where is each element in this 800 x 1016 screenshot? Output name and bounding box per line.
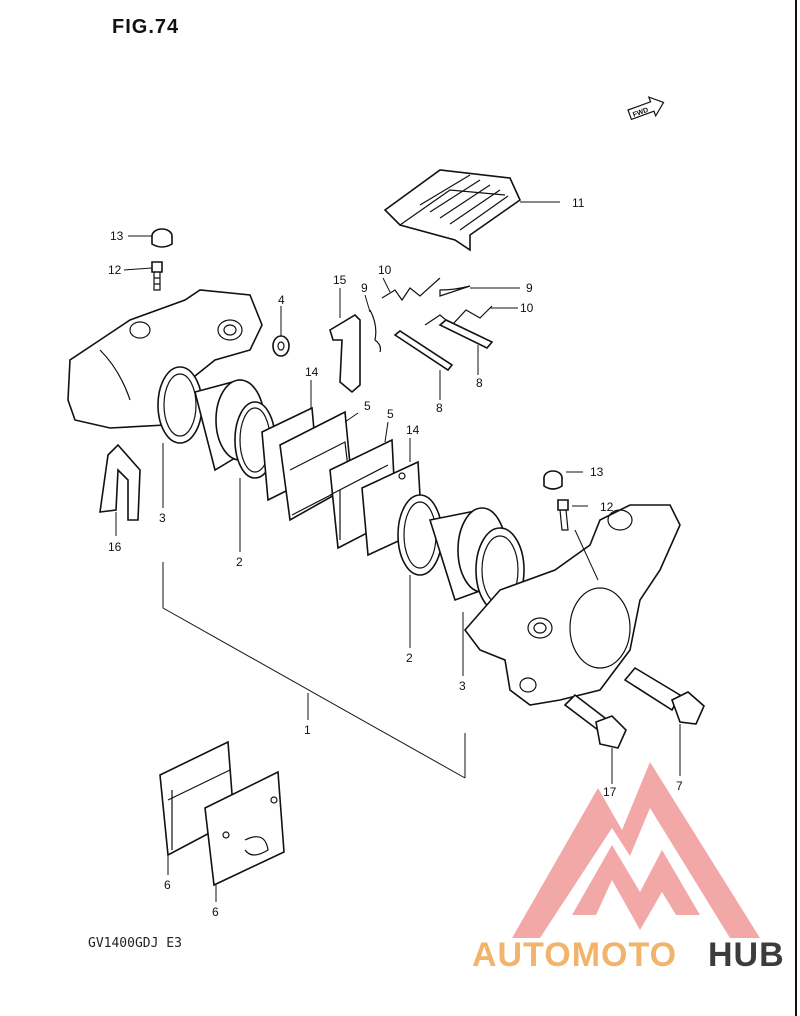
callout-12: 12: [108, 263, 122, 277]
part-4-washer: [272, 335, 290, 357]
callout-10-upper: 10: [378, 263, 392, 277]
callout-13: 13: [110, 229, 124, 243]
part-8-pin-right: [438, 319, 494, 349]
part-13-bleeder-cap-right: [543, 470, 563, 490]
part-9-clip-left: [369, 309, 382, 353]
callout-11: 11: [572, 196, 585, 210]
part-9-clip-right: [439, 285, 471, 297]
callout-14-left: 14: [305, 365, 319, 379]
callout-3-right: 3: [459, 679, 466, 693]
watermark-text-b: HUB: [708, 936, 785, 974]
callout-6-front: 6: [164, 878, 171, 892]
part-6-pad-rear: [204, 770, 285, 887]
part-16-retainer: [99, 443, 141, 521]
watermark-text-a: AUTOMOTO: [472, 936, 677, 974]
part-7-bolt: [623, 666, 705, 725]
part-13-bleeder-cap-left: [151, 228, 173, 248]
callout-5-left: 5: [364, 399, 371, 413]
callout-14-right: 14: [406, 423, 420, 437]
callout-13-right: 13: [590, 465, 604, 479]
callout-9-left: 9: [361, 281, 368, 295]
figure-title: FIG.74: [112, 16, 180, 38]
part-10-spring-lower: [424, 305, 493, 326]
part-8-pin-left: [393, 330, 454, 372]
callout-8-left: 8: [436, 401, 443, 415]
assembly-1-bracket: [162, 562, 466, 779]
part-3-seal-left: [157, 366, 203, 444]
callout-16: 16: [108, 540, 122, 554]
callout-10-lower: 10: [520, 301, 534, 315]
part-12-bleeder-valve-left: [151, 261, 163, 291]
callout-3-left: 3: [159, 511, 166, 525]
part-11-pad-spring: [383, 169, 522, 252]
callout-15: 15: [333, 273, 347, 287]
callout-6-rear: 6: [212, 905, 219, 919]
callout-8-right: 8: [476, 376, 483, 390]
callout-1: 1: [304, 723, 311, 737]
part-10-spring-upper: [381, 277, 441, 302]
callout-7: 7: [676, 779, 683, 793]
fwd-arrow-icon: FWD: [627, 96, 665, 121]
model-code: GV1400GDJ E3: [88, 936, 182, 951]
part-12-bleeder-valve-right: [557, 499, 569, 531]
callout-5-right: 5: [387, 407, 394, 421]
watermark-logo: [512, 762, 760, 938]
callout-12-right: 12: [600, 500, 614, 514]
leader-lines: [115, 201, 681, 902]
part-2-seal-right: [397, 494, 443, 576]
part-17-bolt: [563, 693, 627, 749]
caliper-body-left: [67, 289, 263, 429]
callout-17: 17: [603, 785, 617, 799]
callout-4: 4: [278, 293, 285, 307]
callout-9-right: 9: [526, 281, 533, 295]
callout-2-left: 2: [236, 555, 243, 569]
part-15-pad-retainer: [329, 313, 361, 394]
callout-2-right: 2: [406, 651, 413, 665]
